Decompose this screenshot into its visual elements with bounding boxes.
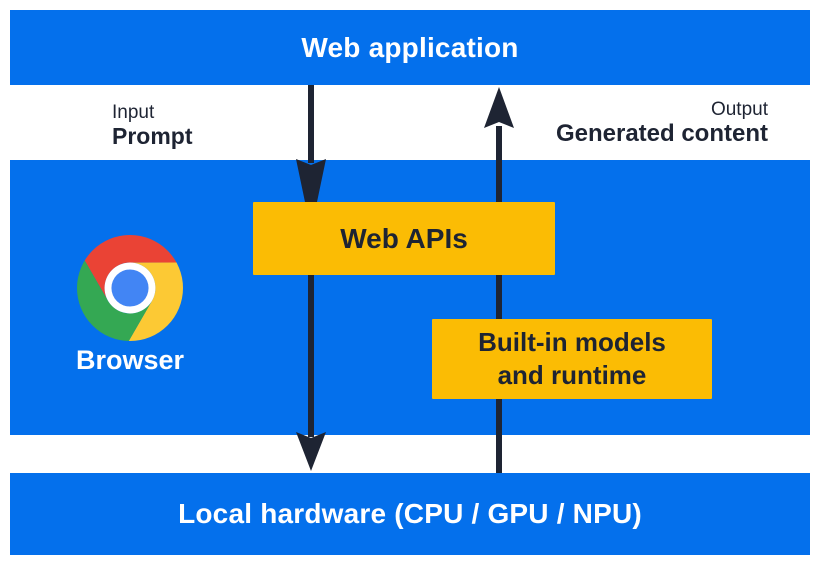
web-apis-label: Web APIs xyxy=(340,222,468,254)
prompt-label: Prompt xyxy=(112,123,193,149)
output-caption: Output xyxy=(710,99,768,120)
local-hardware-label: Local hardware (CPU / GPU / NPU) xyxy=(178,498,642,529)
web-application-bar: Web application xyxy=(10,10,810,85)
local-hardware-bar: Local hardware (CPU / GPU / NPU) xyxy=(10,473,810,555)
output-label-group: Output Generated content xyxy=(556,99,768,147)
web-application-label: Web application xyxy=(301,31,519,63)
input-label-group: Input Prompt xyxy=(112,102,193,150)
builtin-models-label-line1: Built-in models xyxy=(478,327,666,357)
builtin-models-box: Built-in models and runtime xyxy=(432,319,712,399)
input-caption: Input xyxy=(112,102,155,123)
generated-content-up-arrow-icon xyxy=(484,87,514,473)
web-apis-box: Web APIs xyxy=(253,202,555,275)
generated-content-label: Generated content xyxy=(555,120,768,147)
prompt-down-arrow-icon xyxy=(296,85,326,471)
builtin-models-label-line2: and runtime xyxy=(497,360,647,390)
browser-label: Browser xyxy=(75,345,185,375)
chrome-logo-icon xyxy=(77,235,183,341)
